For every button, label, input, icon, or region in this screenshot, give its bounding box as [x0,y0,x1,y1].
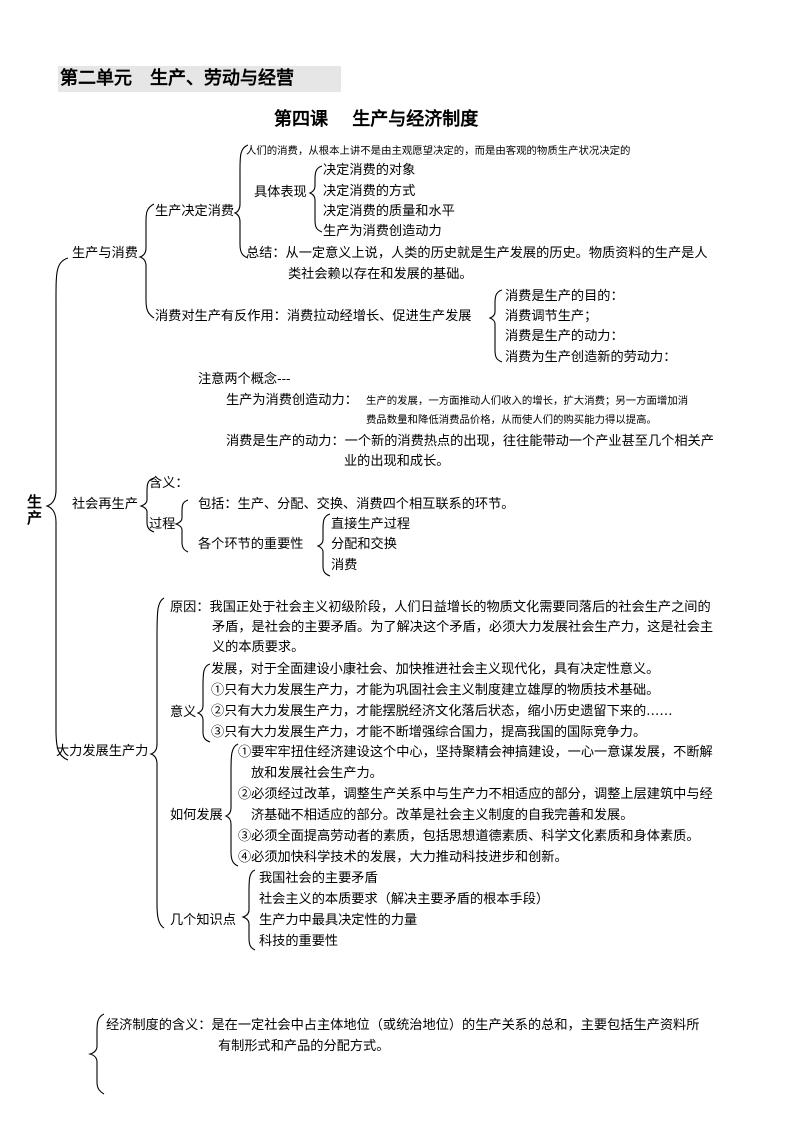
importance-item: 消费 [331,558,358,573]
brace-significance [196,663,211,743]
concept1-line2: 费品数量和降低消费品价格，从而使人们的购买能力得以提高。 [366,414,657,426]
root-label: 生 产 [27,494,47,526]
lesson-title: 第四课 生产与经济制度 [274,109,479,130]
economic-system-line2: 有制形式和产品的分配方式。 [218,1039,390,1054]
reaction-item: 消费调节生产； [505,309,598,324]
how-label: 如何发展 [170,808,223,823]
importance-item: 直接生产过程 [331,517,411,532]
how-item: ②必须经过改革，调整生产关系中与生产力不相适应的部分，调整上层建筑中与经 [238,787,713,802]
process-label: 过程 [149,517,176,532]
productivity-label: 大力发展生产力 [56,744,149,759]
specific-item: 决定消费的质量和水平 [323,204,455,219]
brace-process [174,499,189,553]
reason-line1: 原因：我国正处于社会主义初级阶段，人们日益增长的物质文化需要同落后的社会生产之间… [170,600,711,615]
brace-how [224,743,239,867]
points-label: 几个知识点 [170,913,236,928]
how-item: ④必须加快科学技术的发展，大力推动科技进步和创新。 [238,850,568,865]
how-item: 济基础不相适应的部分。改革是社会主义制度的自我完善和发展。 [251,808,634,823]
reaction-item: 消费为生产创造新的劳动力： [505,350,677,365]
concept2-line1: 消费是生产的动力：一个新的消费热点的出现，往往能带动一个产业甚至几个相关产 [226,434,714,449]
brace-reaction [488,289,503,363]
brace-production-consumption [138,203,155,319]
specific-item: 生产为消费创造动力 [323,224,442,239]
notes-heading: 注意两个概念--- [198,372,291,387]
importance-label: 各个环节的重要性 [198,537,304,552]
significance-item: ②只有大力发展生产力，才能摆脱经济文化落后状态，缩小历史遗留下来的…… [211,704,673,719]
brace-productivity [149,597,165,929]
specific-item: 决定消费的方式 [323,184,416,199]
how-item: 放和发展社会生产力。 [251,766,383,781]
concept1-line1: 生产的发展，一方面推动人们收入的增长，扩大消费；另一方面增加消 [366,395,689,407]
economic-system-line1: 经济制度的含义：是在一定社会中占主体地位（或统治地位）的生产关系的总和，主要包括… [106,1018,700,1033]
production-consumption-label: 生产与消费 [72,246,138,261]
reason-line2: 矛盾，是社会的主要矛盾。为了解决这个矛盾，必须大力发展社会生产力，这是社会主 [212,620,714,635]
points-item: 我国社会的主要矛盾 [259,871,378,886]
process-includes: 包括：生产、分配、交换、消费四个相互联系的环节。 [198,497,515,512]
reaction-item: 消费是生产的目的： [505,289,624,304]
reaction-label: 消费对生产有反作用：消费拉动经增长、促进生产发展 [155,309,472,324]
root-char: 生 [27,493,43,511]
how-item: ③必须全面提高劳动者的素质，包括思想道德素质、科学文化素质和身体素质。 [238,829,700,844]
brace-specific [308,165,323,233]
specific-item: 决定消费的对象 [323,163,416,178]
brace-root [45,257,69,761]
concept1-label: 生产为消费创造动力： [226,393,358,408]
significance-item: 发展，对于全面建设小康社会、加快推进社会主义现代化，具有决定性意义。 [211,662,660,677]
significance-item: ③只有大力发展生产力，才能不断增强综合国力，提高我国的国际竞争力。 [211,725,647,740]
brace-points [241,869,256,951]
reason-line3: 义的本质要求。 [212,640,305,655]
significance-label: 意义 [170,705,197,720]
importance-item: 分配和交换 [331,537,397,552]
brace-importance [316,513,331,577]
summary-line2: 类社会赖以存在和发展的基础。 [288,267,473,282]
brace-determines [233,144,249,259]
concept2-line2: 业的出现和成长。 [344,454,450,469]
brace-economic [88,1013,105,1095]
reaction-item: 消费是生产的动力： [505,329,624,344]
specific-label: 具体表现 [254,185,307,200]
brace-reproduction [139,477,155,533]
points-item: 社会主义的本质要求（解决主要矛盾的根本手段） [259,892,550,907]
points-item: 生产力中最具决定性的力量 [259,913,418,928]
how-item: ①要牢牢扭住经济建设这个中心，坚持聚精会神搞建设，一心一意谋发展，不断解 [238,745,713,760]
points-item: 科技的重要性 [259,934,339,949]
unit-title: 第二单元 生产、劳动与经营 [58,66,341,92]
reproduction-meaning: 含义： [149,476,189,491]
root-char: 产 [27,509,43,527]
reproduction-label: 社会再生产 [72,497,138,512]
determines-label: 生产决定消费 [155,204,235,219]
summary-line1: 总结：从一定意义上说，人类的历史就是生产发展的历史。物质资料的生产是人 [246,246,708,261]
determines-line1: 人们的消费，从根本上讲不是由主观愿望决定的，而是由客观的物质生产状况决定的 [246,145,631,157]
significance-item: ①只有大力发展生产力，才能为巩固社会主义制度建立雄厚的物质技术基础。 [211,683,660,698]
